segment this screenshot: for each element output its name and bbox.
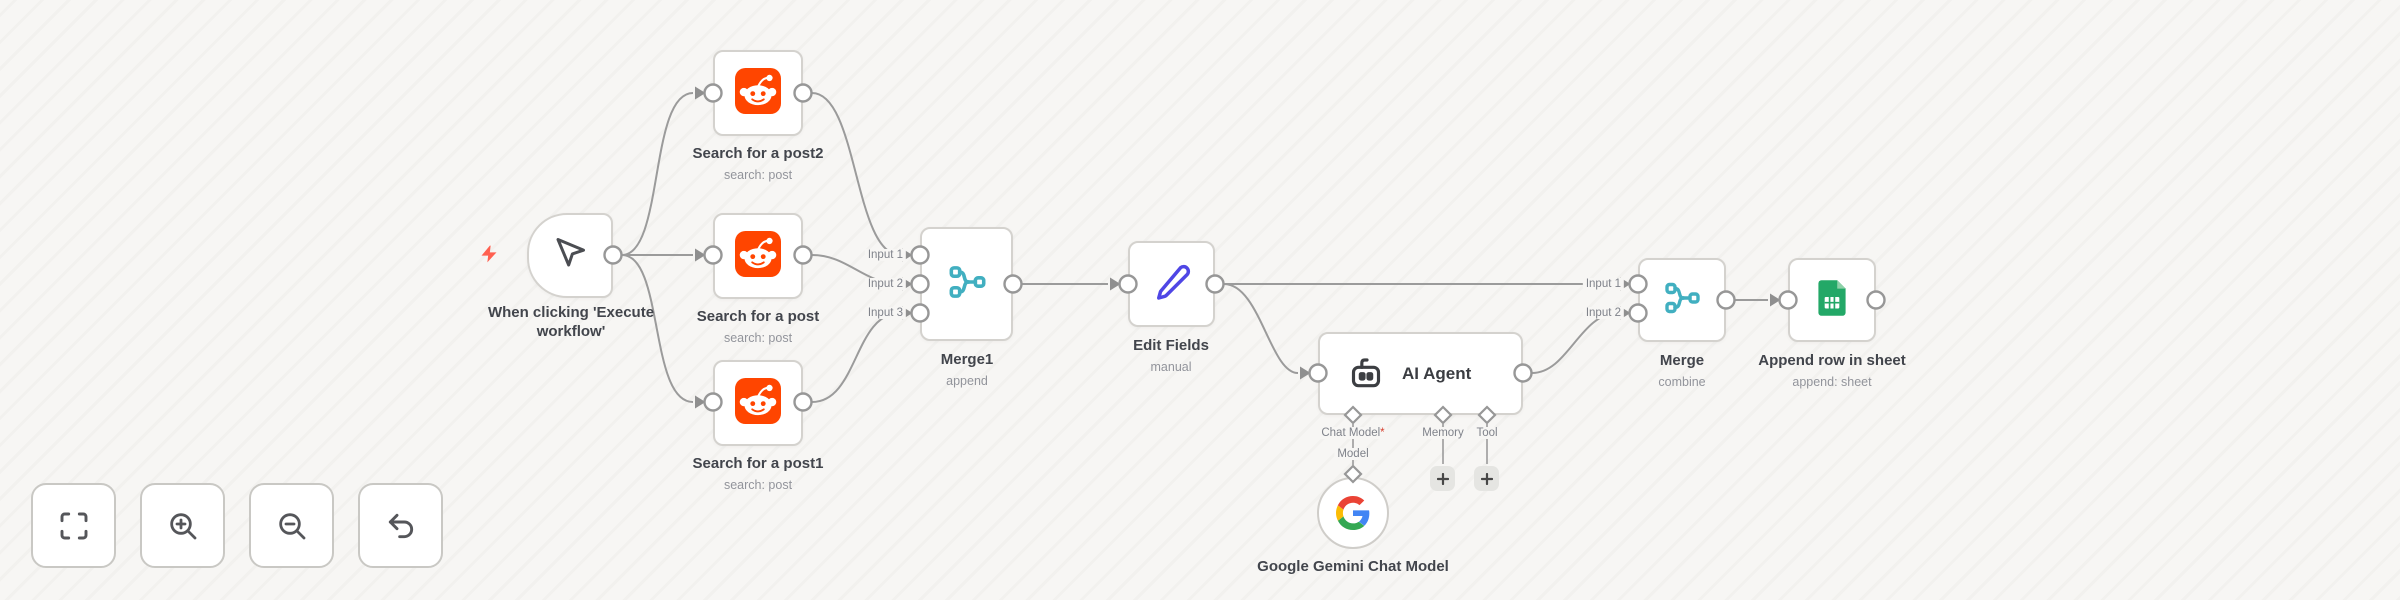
port-gemini-top[interactable] [1343,464,1363,484]
reddit-icon [735,377,781,429]
port-in-reddit-middle[interactable] [703,245,723,265]
ai-agent-title: AI Agent [1402,363,1472,383]
node-label-merge1: Merge1 append [857,351,1077,389]
input-label-merge1-2: Input 2 [864,278,906,290]
port-in-reddit-top[interactable] [703,83,723,103]
chat-model-text: Chat Model [1321,427,1381,439]
ports[interactable] [603,83,1886,412]
port-memory[interactable] [1433,405,1453,425]
node-subtitle: combine [1658,374,1706,389]
zoom-out-icon [278,512,305,539]
node-label-reddit-bottom: Search for a post1 search: post [648,455,868,493]
edge-trigger-reddit-top[interactable] [621,92,694,256]
port-in-merge2-1[interactable] [1628,274,1648,294]
port-out-reddit-top[interactable] [793,83,813,103]
node-reddit-bottom[interactable] [713,360,803,446]
port-out-trigger[interactable] [603,245,623,265]
port-out-sheets[interactable] [1866,290,1886,310]
port-out-editfields[interactable] [1205,274,1225,294]
add-tool-button[interactable] [1474,466,1499,491]
node-gemini-chat-model[interactable] [1317,477,1389,549]
port-in-merge1-2[interactable] [910,274,930,294]
node-label-edit-fields: Edit Fields manual [1061,337,1281,375]
port-in-merge1-3[interactable] [910,303,930,323]
input-label-merge1-3: Input 3 [864,307,906,319]
edge-editfields-aiagent[interactable] [1223,283,1299,374]
port-in-aiagent[interactable] [1308,363,1328,383]
port-label-tool: Tool [1473,427,1501,439]
zoom-out-button[interactable] [249,483,334,568]
port-out-merge2[interactable] [1716,290,1736,310]
google-sheets-icon [1809,275,1855,326]
undo-icon [388,513,413,538]
port-out-aiagent[interactable] [1513,363,1533,383]
plus-icon [1480,472,1493,485]
node-subtitle: append [946,373,988,388]
zoom-in-button[interactable] [140,483,225,568]
reddit-icon [735,67,781,119]
port-in-merge1-1[interactable] [910,245,930,265]
input-label-merge2-2: Input 2 [1582,307,1624,319]
port-label-memory: Memory [1419,427,1467,439]
merge-branches-icon [1660,276,1704,325]
port-out-merge1[interactable] [1003,274,1023,294]
node-subtitle: append: sheet [1792,374,1872,389]
mouse-pointer-icon [552,235,588,276]
node-subtitle: manual [1150,359,1192,374]
node-name: Merge [1659,352,1705,369]
zoom-in-icon [169,512,196,539]
pen-icon [1152,262,1192,307]
port-tool[interactable] [1477,405,1497,425]
port-in-editfields[interactable] [1118,274,1138,294]
port-in-sheets[interactable] [1778,290,1798,310]
node-ai-agent[interactable]: AI Agent [1318,332,1523,415]
node-label-reddit-top: Search for a post2 search: post [648,145,868,183]
reddit-icon [735,230,781,282]
node-name: Edit Fields [1133,337,1209,354]
node-subtitle: search: post [723,477,793,492]
lightning-bolt-icon [479,243,499,270]
node-label-sheets: Append row in sheet append: sheet [1722,352,1942,390]
plus-icon [1436,472,1449,485]
port-chat-model[interactable] [1343,405,1363,425]
google-g-icon [1336,496,1370,530]
node-trigger[interactable] [527,213,613,298]
port-out-reddit-bottom[interactable] [793,392,813,412]
port-label-chat-model: Chat Model* [1318,427,1388,439]
port-in-reddit-bottom[interactable] [703,392,723,412]
merge-branches-icon [944,259,990,310]
edge-reddit-top-merge1[interactable] [811,92,901,256]
node-label-reddit-middle: Search for a post search: post [648,308,868,346]
node-sheets[interactable] [1788,258,1876,342]
required-asterisk: * [1380,427,1385,439]
node-label-trigger: When clicking 'Execute workflow' [487,304,655,340]
node-label-gemini: Google Gemini Chat Model [1257,558,1449,575]
port-in-merge2-2[interactable] [1628,303,1648,323]
reset-zoom-button[interactable] [358,483,443,568]
node-name: Search for a post2 [692,145,824,162]
node-name: Append row in sheet [1758,352,1906,369]
node-label-merge2: Merge combine [1572,352,1792,390]
node-name: Search for a post1 [692,455,824,472]
fit-view-button[interactable] [31,483,116,568]
node-name: Merge1 [940,351,994,368]
robot-icon [1346,354,1386,394]
node-merge2[interactable] [1638,258,1726,342]
node-subtitle: search: post [723,167,793,182]
port-out-reddit-middle[interactable] [793,245,813,265]
fit-view-icon [60,512,87,539]
input-label-merge1-1: Input 1 [864,249,906,261]
diamond-ports[interactable] [1343,405,1497,484]
input-label-merge2-1: Input 1 [1582,278,1624,290]
node-name: Search for a post [696,308,820,325]
port-label-model: Model [1334,448,1372,460]
add-memory-button[interactable] [1430,466,1455,491]
node-subtitle: search: post [723,330,793,345]
edge-trigger-reddit-bottom[interactable] [621,254,694,403]
